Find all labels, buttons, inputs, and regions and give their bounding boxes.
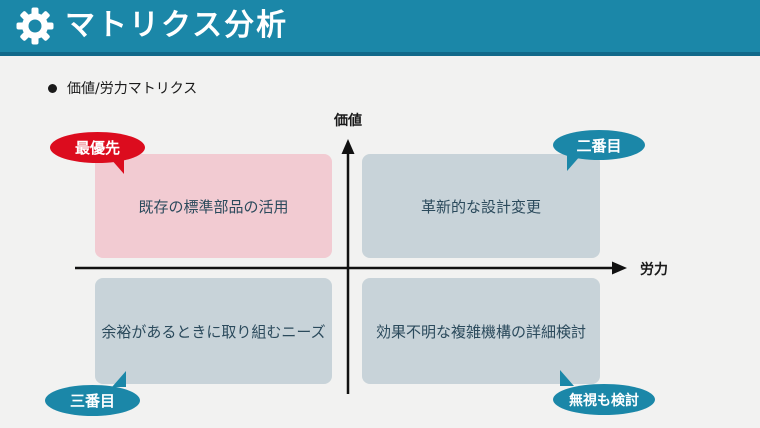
y-axis-label: 価値	[334, 113, 362, 129]
quadrant-top-right: 革新的な設計変更	[362, 154, 600, 258]
badge-top-right: 二番目	[553, 130, 645, 160]
subtitle-line: 価値/労力マトリクス	[48, 78, 197, 98]
header-bar: マトリクス分析	[0, 0, 760, 56]
quadrant-top-left: 既存の標準部品の活用	[95, 154, 332, 258]
gear-icon	[16, 7, 54, 45]
badge-label: 最優先	[74, 139, 120, 157]
quadrant-bottom-left: 余裕があるときに取り組むニーズ	[95, 278, 332, 384]
badge-bottom-left: 三番目	[45, 385, 140, 416]
badge-bottom-right: 無視も検討	[553, 384, 655, 415]
badge-label: 二番目	[576, 136, 622, 155]
badge-label: 三番目	[69, 392, 115, 410]
bullet-icon	[48, 83, 57, 93]
subtitle-label: 価値/労力マトリクス	[67, 81, 198, 97]
badge-tail	[560, 370, 574, 386]
quadrant-bottom-right: 効果不明な複雑機構の詳細検討	[362, 278, 600, 384]
quadrant-label: 余裕があるときに取り組むニーズ	[101, 322, 326, 341]
quadrant-label: 既存の標準部品の活用	[138, 197, 289, 216]
badge-tail	[567, 155, 581, 171]
quadrant-label: 効果不明な複雑機構の詳細検討	[375, 322, 586, 341]
badge-label: 無視も検討	[569, 392, 639, 409]
badge-tail	[112, 371, 126, 387]
quadrant-label: 革新的な設計変更	[420, 197, 541, 216]
x-axis-label: 労力	[640, 262, 668, 278]
badge-top-left: 最優先	[50, 132, 145, 163]
page-title: マトリクス分析	[65, 8, 289, 43]
